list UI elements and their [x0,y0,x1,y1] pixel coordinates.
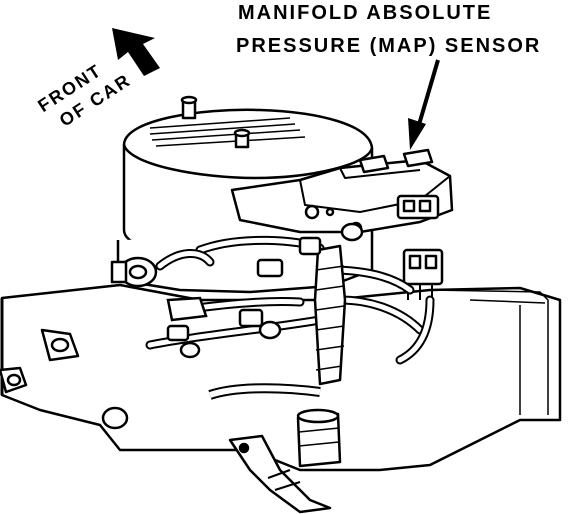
wiring-harness [208,244,347,400]
map-sensor-connector [402,248,444,300]
map-callout-arrow [408,59,440,150]
map-sensor [230,148,454,235]
map-sensor-label-line2: PRESSURE (MAP) SENSOR [236,35,541,57]
bottom-bracket [228,434,332,514]
fittings [166,222,364,359]
front-of-car-label: FRONT OF CAR [34,60,134,131]
intake-manifold [0,283,562,472]
lower-sensor [296,408,342,468]
map-sensor-label-line1: MANIFOLD ABSOLUTE [238,2,492,24]
front-direction-arrow [112,28,160,76]
